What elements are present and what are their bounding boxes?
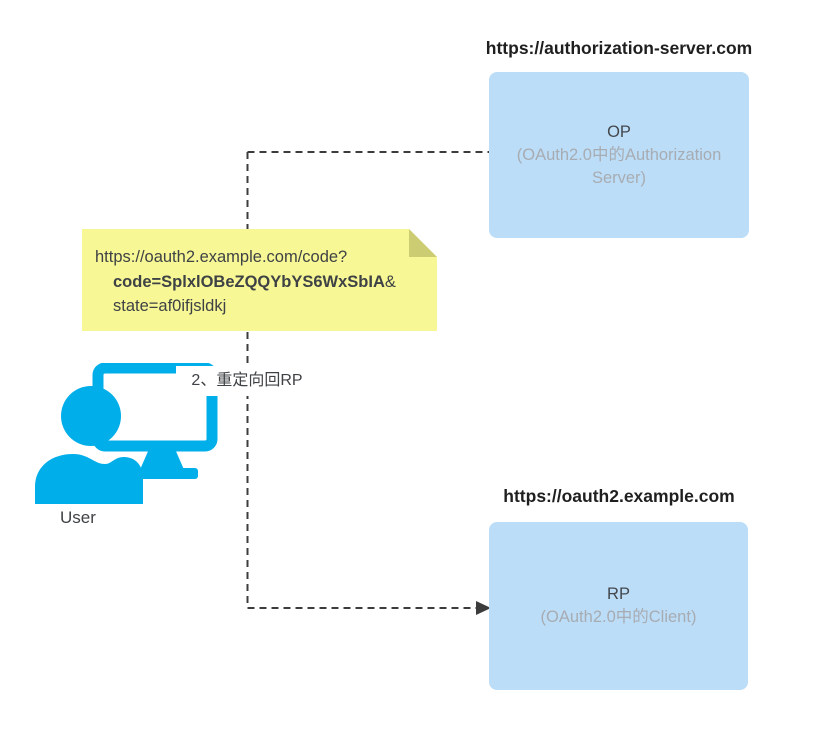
person-body-icon bbox=[35, 454, 143, 504]
note-line-state: state=af0ifjsldkj bbox=[113, 297, 227, 315]
arrowhead-icon bbox=[476, 601, 491, 615]
client-server-heading: https://oauth2.example.com bbox=[503, 486, 735, 506]
op-box: OP (OAuth2.0中的Authorization Server) bbox=[489, 72, 749, 238]
authorization-server-heading: https://authorization-server.com bbox=[485, 38, 753, 58]
user-label: User bbox=[60, 508, 96, 527]
user-at-computer-icon bbox=[35, 363, 218, 504]
person-head-icon bbox=[61, 386, 121, 446]
note-line-code: code=SplxlOBeZQQYbYS6WxSbIA& bbox=[95, 270, 437, 295]
note-line-url: https://oauth2.example.com/code? bbox=[95, 248, 348, 266]
rp-box-title: RP bbox=[607, 585, 630, 603]
note-code-param: code=SplxlOBeZQQYbYS6WxSbIA bbox=[113, 272, 385, 291]
monitor-stand-icon bbox=[139, 449, 185, 472]
op-box-title: OP bbox=[607, 122, 631, 141]
rp-box: RP (OAuth2.0中的Client) bbox=[489, 522, 748, 690]
redirect-step-label: 2、重定向回RP bbox=[176, 366, 318, 396]
note-code-ampersand: & bbox=[384, 272, 396, 291]
rp-box-subtitle: (OAuth2.0中的Client) bbox=[540, 608, 697, 626]
callback-url-note: https://oauth2.example.com/code? code=Sp… bbox=[82, 229, 437, 331]
monitor-base-icon bbox=[128, 468, 198, 479]
op-box-subtitle: (OAuth2.0中的Authorization Server) bbox=[516, 145, 722, 187]
